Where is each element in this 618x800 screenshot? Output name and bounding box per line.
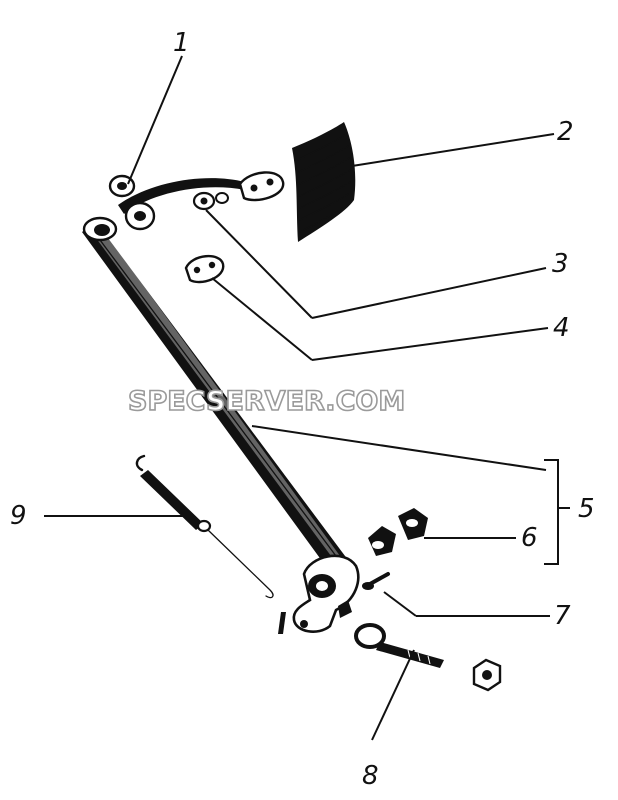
callout-5: 5 <box>578 494 595 524</box>
nuts-part-6 <box>368 508 428 556</box>
bolt-part-7 <box>362 572 390 590</box>
leader-bracket-5 <box>544 459 559 565</box>
leader-5 <box>251 425 547 471</box>
leader-1 <box>127 55 183 185</box>
callout-2: 2 <box>557 117 574 147</box>
leader-lines <box>44 55 570 741</box>
eye-bolt-part-8 <box>354 623 444 668</box>
callout-6: 6 <box>521 523 538 553</box>
callout-4: 4 <box>553 313 570 343</box>
callout-3: 3 <box>552 249 569 279</box>
callout-labels: 1 2 3 4 5 6 7 8 9 <box>10 28 595 791</box>
callout-7: 7 <box>554 601 571 631</box>
plate-part-4 <box>184 255 225 284</box>
leader-3b <box>205 209 313 319</box>
watermark-text: SPECSERVER.COM <box>128 386 405 417</box>
lever-top-boss <box>82 216 118 242</box>
leader-8 <box>371 649 415 741</box>
return-spring-part-9 <box>135 454 274 599</box>
hex-nut <box>472 658 502 692</box>
leader-7b <box>383 591 417 617</box>
pedal-lever-arm <box>82 222 348 572</box>
pedal-pad <box>292 122 356 242</box>
lever-bottom-hub <box>278 554 360 634</box>
leader-4 <box>311 327 549 361</box>
callout-1: 1 <box>173 28 190 58</box>
leader-2 <box>351 133 555 167</box>
leader-4b <box>211 277 313 361</box>
pedal-mounting-plate <box>238 171 285 202</box>
curved-pedal-arm <box>108 174 245 231</box>
callout-8: 8 <box>362 761 379 791</box>
callout-9: 9 <box>10 501 27 531</box>
leader-3 <box>311 267 547 319</box>
